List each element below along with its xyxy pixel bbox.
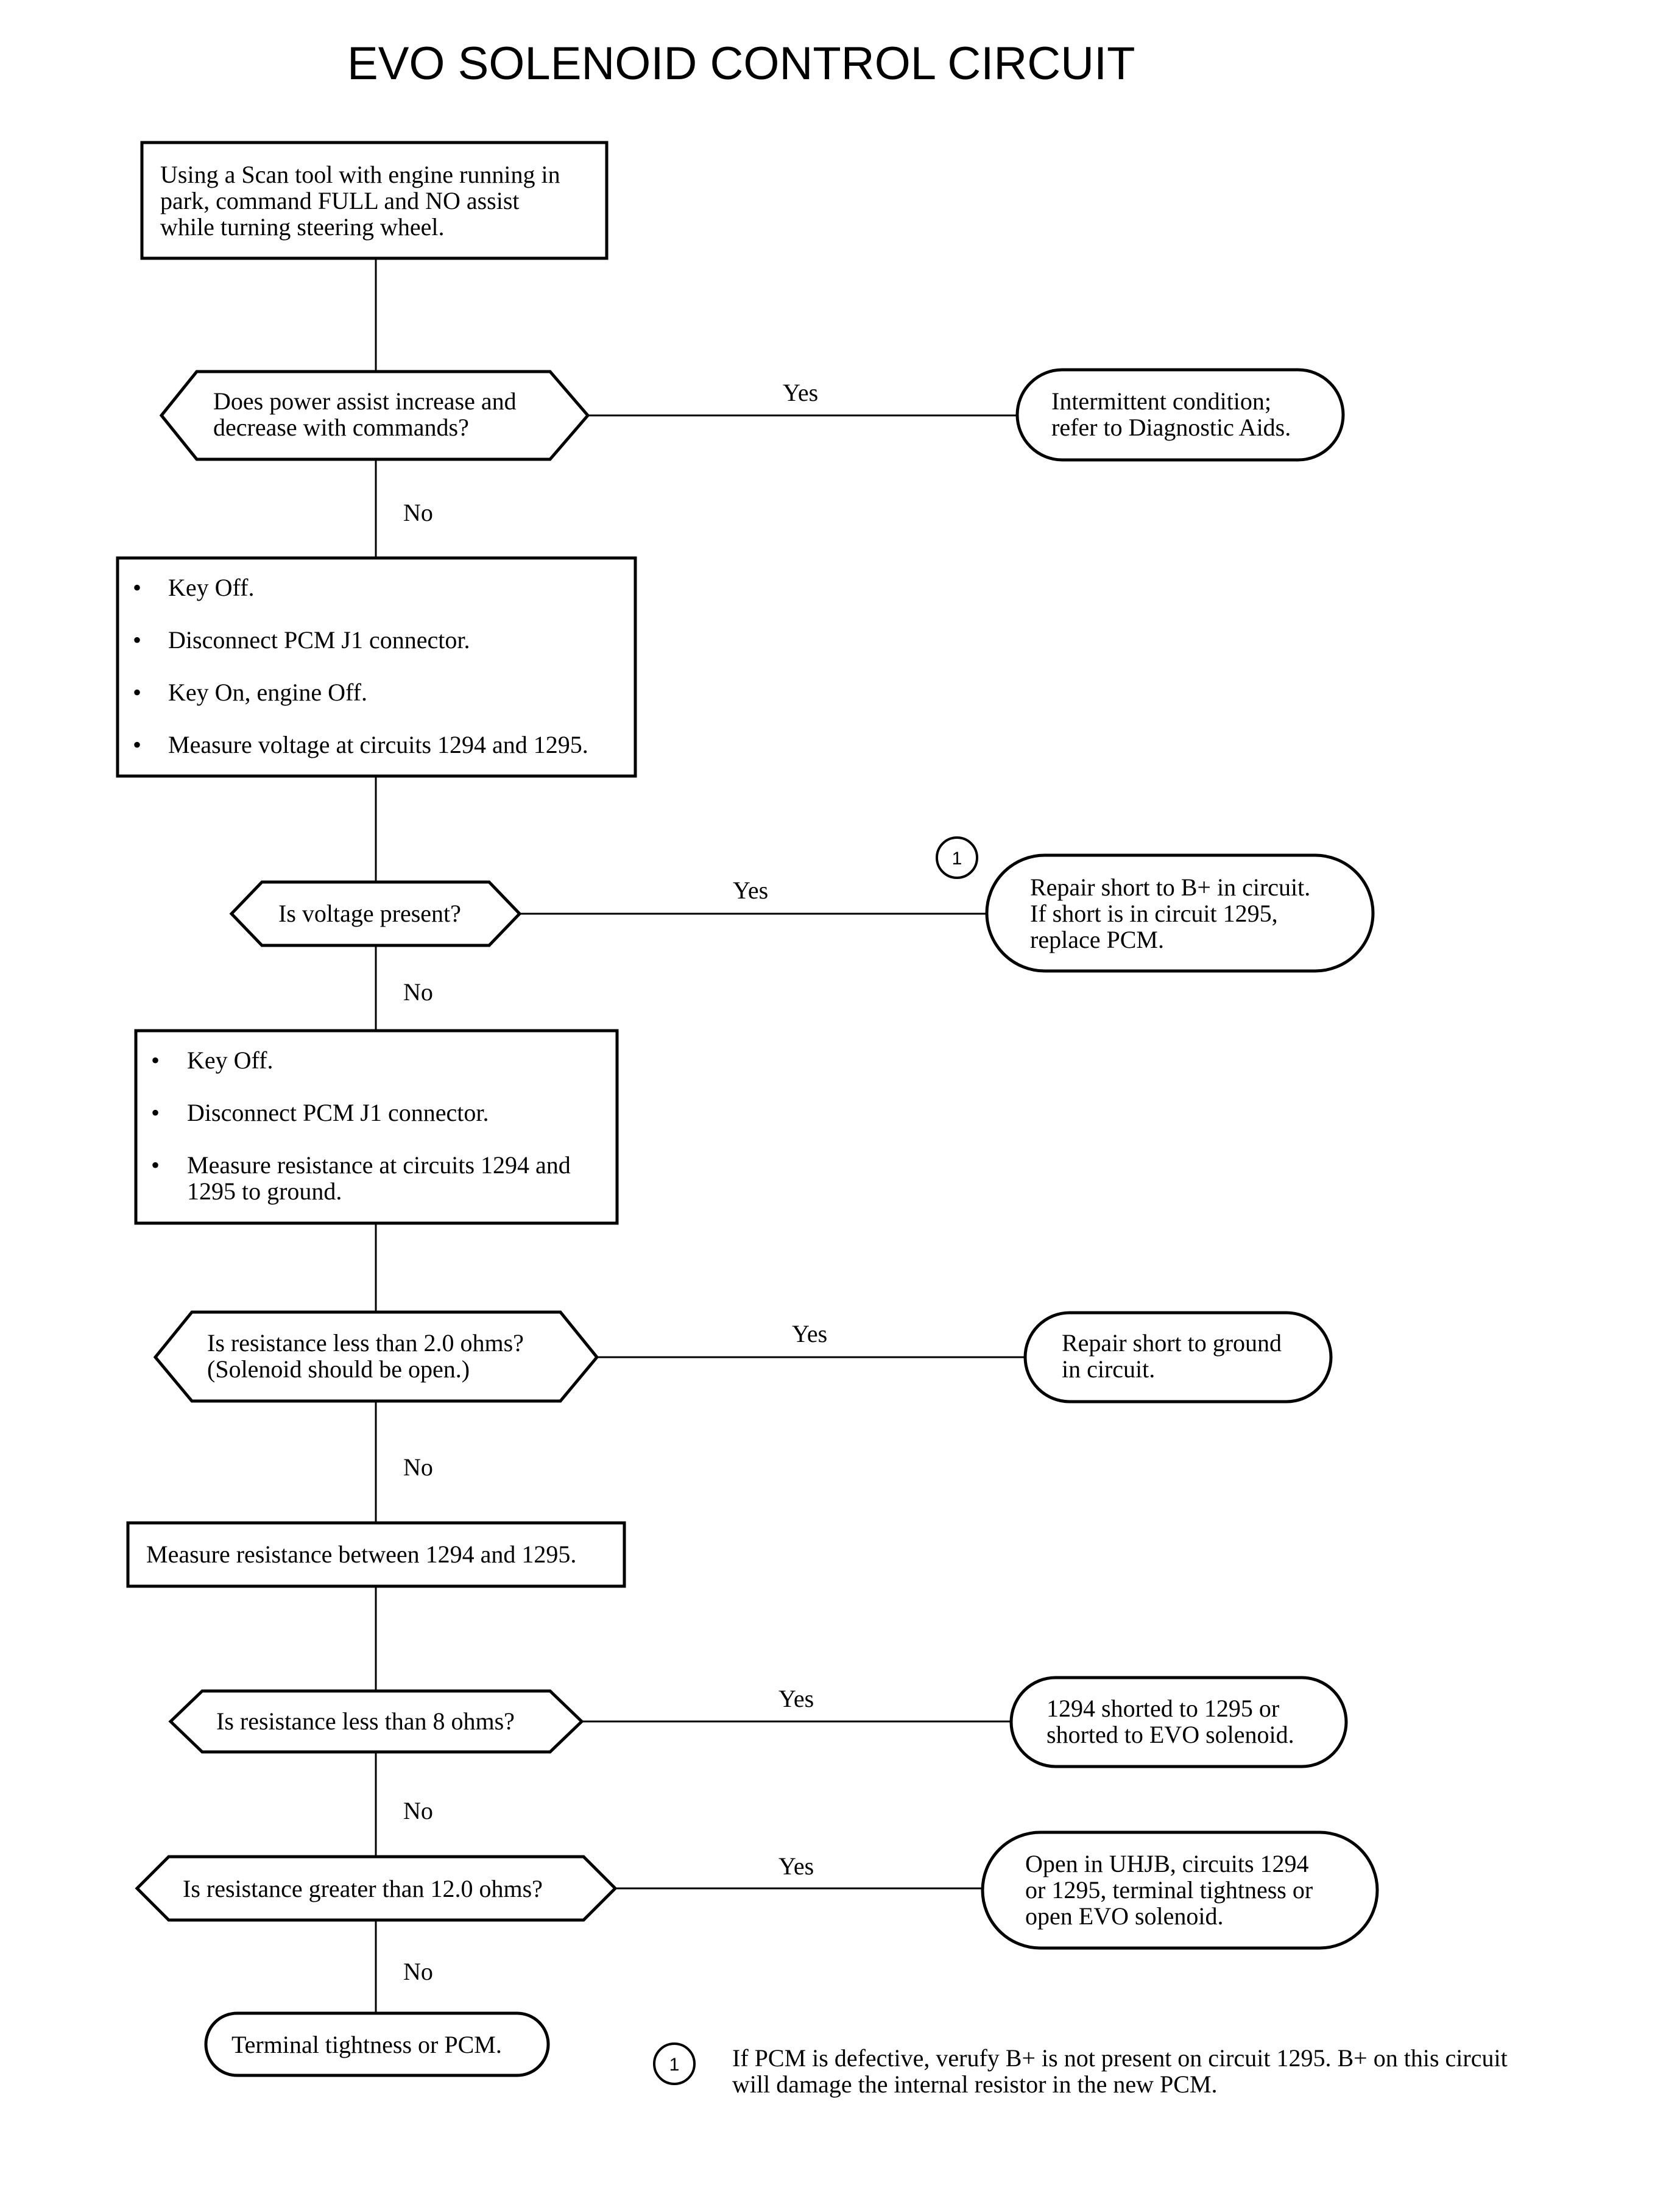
result-1294-shorted	[1009, 1676, 1348, 1768]
result-intermittent	[1015, 368, 1345, 462]
step-resistance-ground-bullets: • • •	[151, 1047, 166, 1179]
decision-power-assist-text: Does power assist increase and decrease …	[213, 387, 523, 441]
q5-no-label: No	[403, 1958, 433, 1985]
result-repair-short-b-plus-text: Repair short to B+ in circuit. If short …	[1030, 874, 1316, 953]
decision-voltage-present	[229, 880, 522, 947]
footnote-marker-1-label: 1	[952, 849, 962, 869]
footnote-text: If PCM is defective, verufy B+ is not pr…	[732, 2044, 1514, 2098]
result-repair-short-ground	[1023, 1311, 1333, 1403]
start-text: Using a Scan tool with engine running in…	[160, 161, 566, 241]
decision-resistance-greater-12-text: Is resistance greater than 12.0 ohms?	[183, 1875, 543, 1902]
decision-power-assist	[159, 370, 590, 461]
q4-no-label: No	[403, 1797, 433, 1824]
q2-yes-label: Yes	[733, 877, 768, 904]
step-voltage-check-text: Key Off. Disconnect PCM J1 connector. Ke…	[168, 574, 588, 758]
decision-resistance-greater-12	[135, 1855, 618, 1922]
decision-resistance-less-2-text: Is resistance less than 2.0 ohms? (Solen…	[207, 1329, 530, 1383]
result-open-in-uhjb	[981, 1830, 1379, 1950]
step-resistance-between-text: Measure resistance between 1294 and 1295…	[146, 1541, 576, 1568]
q1-no-label: No	[403, 499, 433, 526]
decision-voltage-present-text: Is voltage present?	[278, 900, 461, 927]
step-voltage-check-box	[116, 556, 637, 778]
result-repair-short-ground-text: Repair short to ground in circuit.	[1062, 1329, 1288, 1383]
result-intermittent-text: Intermittent condition; refer to Diagnos…	[1051, 387, 1291, 441]
decision-resistance-less-8	[168, 1689, 584, 1754]
step-voltage-check-bullets: • • • •	[133, 574, 147, 758]
footnote-marker-1	[936, 836, 978, 879]
result-open-in-uhjb-text: Open in UHJB, circuits 1294 or 1295, ter…	[1025, 1850, 1319, 1930]
footnote-marker-1-note-label: 1	[669, 2055, 680, 2075]
result-terminal-tightness-text: Terminal tightness or PCM.	[231, 2031, 502, 2058]
step-resistance-between-box	[126, 1521, 626, 1588]
q3-yes-label: Yes	[792, 1320, 827, 1347]
step-resistance-ground-text: Key Off. Disconnect PCM J1 connector. Me…	[187, 1047, 577, 1205]
result-repair-short-b-plus	[985, 853, 1375, 973]
diagram-title: EVO SOLENOID CONTROL CIRCUIT	[347, 38, 1135, 90]
q3-no-label: No	[403, 1453, 433, 1481]
footnote-marker-1-note	[653, 2042, 696, 2085]
step-resistance-ground-box	[134, 1029, 619, 1225]
decision-resistance-less-2	[153, 1310, 599, 1403]
decision-resistance-less-8-text: Is resistance less than 8 ohms?	[216, 1707, 515, 1735]
q2-no-label: No	[403, 978, 433, 1006]
q5-yes-label: Yes	[778, 1852, 814, 1880]
q4-yes-label: Yes	[778, 1685, 814, 1712]
q1-yes-label: Yes	[783, 379, 818, 406]
result-1294-shorted-text: 1294 shorted to 1295 or shorted to EVO s…	[1046, 1695, 1294, 1748]
start-box	[140, 141, 609, 260]
result-terminal-tightness	[204, 2011, 550, 2077]
